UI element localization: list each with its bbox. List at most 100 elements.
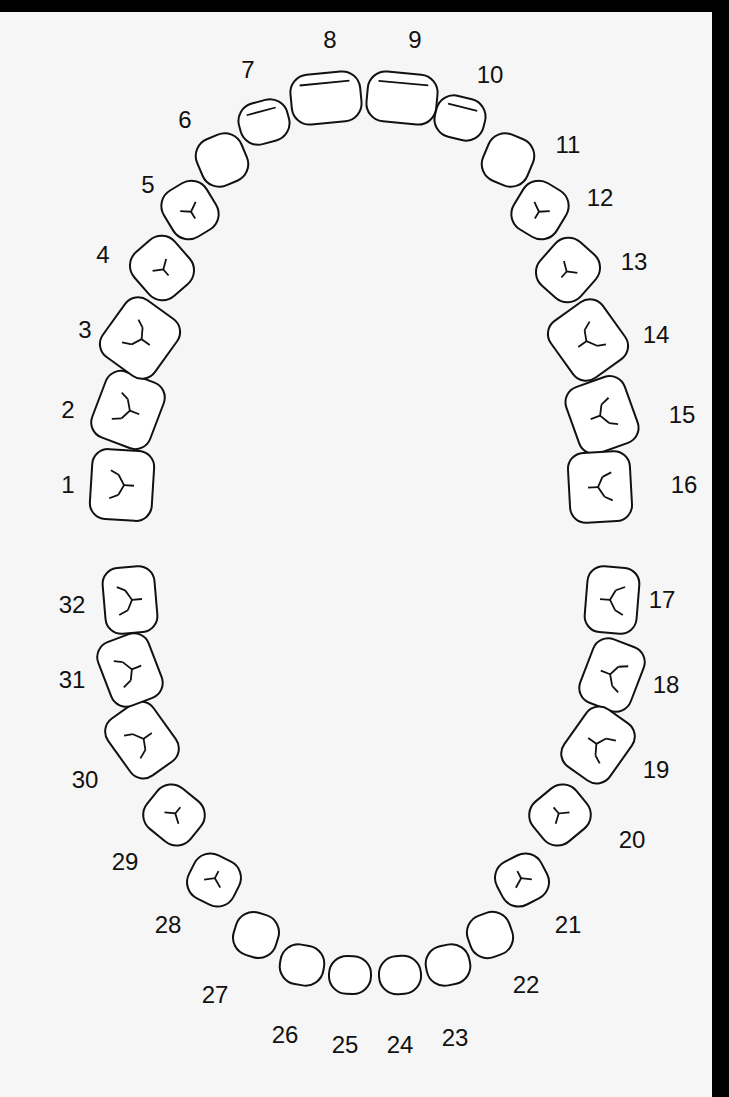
tooth-fissure: [114, 658, 123, 665]
tooth-outline: [87, 366, 170, 453]
tooth-outline: [289, 70, 364, 127]
tooth-fissure: [215, 871, 219, 878]
tooth-outline: [234, 95, 293, 148]
tooth-number: 11: [556, 133, 581, 157]
tooth-outline: [136, 777, 212, 853]
tooth: [277, 942, 327, 989]
tooth-outline: [505, 174, 576, 246]
tooth-number: 30: [72, 768, 99, 792]
tooth-fissure: [142, 339, 150, 345]
tooth-number: 20: [619, 828, 646, 852]
tooth-fissure: [136, 320, 145, 328]
tooth: [422, 941, 473, 989]
tooth-fissure: [111, 470, 119, 474]
tooth-fissure: [153, 259, 170, 275]
tooth-fissure: [124, 731, 133, 739]
tooth: [522, 777, 598, 853]
tooth-number: 12: [587, 186, 614, 210]
tooth-number: 6: [178, 108, 191, 132]
tooth: [431, 92, 490, 145]
tooth-outline: [542, 293, 635, 387]
tooth-outline: [431, 92, 490, 145]
tooth-fissure: [593, 755, 602, 763]
tooth-outline: [462, 907, 518, 963]
tooth-number: 4: [96, 243, 109, 267]
tooth-fissure: [175, 807, 180, 813]
tooth: [529, 230, 608, 309]
tooth: [583, 565, 640, 635]
tooth-fissure: [133, 731, 150, 751]
tooth-number: 13: [621, 250, 648, 274]
tooth-fissure: [581, 330, 598, 350]
tooth: [567, 450, 633, 523]
tooth-fissure: [597, 341, 606, 349]
tooth-number: 14: [643, 323, 670, 347]
tooth-fissure: [123, 660, 136, 681]
tooth-outline: [422, 941, 473, 989]
tooth-outline: [101, 565, 158, 635]
tooth-number: 1: [61, 473, 74, 497]
tooth-number: 5: [141, 173, 154, 197]
tooth-number: 28: [155, 913, 182, 937]
tooth: [462, 907, 518, 963]
tooth: [505, 174, 576, 246]
tooth-fissure: [582, 322, 592, 330]
tooth-number: 2: [61, 398, 74, 422]
tooth-fissure: [600, 598, 610, 601]
tooth-fissure: [191, 212, 195, 219]
tooth-number: 25: [332, 1033, 359, 1057]
tooth: [101, 565, 158, 635]
tooth-outline: [575, 634, 650, 717]
tooth-fissure: [588, 738, 596, 744]
tooth-number: 21: [555, 913, 582, 937]
tooth-outline: [529, 230, 608, 309]
tooth-number: 3: [78, 318, 91, 342]
tooth: [87, 366, 170, 453]
tooth-outline: [522, 777, 598, 853]
tooth-outline: [94, 291, 187, 385]
tooth: [136, 777, 212, 853]
tooth-number: 9: [408, 28, 421, 52]
tooth: [93, 629, 168, 712]
tooth-fissure: [125, 590, 133, 610]
tooth-number: 7: [241, 58, 254, 82]
tooth-fissure: [605, 496, 613, 500]
tooth-number: 32: [59, 593, 86, 617]
tooth-fissure: [132, 666, 141, 670]
tooth-fissure: [378, 81, 428, 86]
tooth-fissure: [552, 808, 570, 824]
tooth-fissure: [117, 475, 124, 495]
tooth-fissure: [122, 680, 132, 687]
tooth-fissure: [561, 271, 566, 277]
tooth-fissure: [247, 108, 276, 116]
tooth-number: 10: [477, 63, 504, 87]
tooth: [555, 700, 641, 789]
tooth-number: 22: [513, 973, 540, 997]
tooth-outline: [489, 847, 556, 913]
tooth-number: 18: [653, 673, 680, 697]
tooth-outline: [583, 565, 640, 635]
tooth-outline: [555, 700, 641, 789]
tooth: [94, 291, 187, 385]
tooth-number: 19: [643, 758, 670, 782]
tooth-fissure: [560, 261, 577, 277]
tooth-fissure: [120, 393, 129, 400]
tooth-fissure: [616, 586, 625, 591]
tooth-fissure: [513, 874, 532, 888]
tooth-fissure: [591, 736, 607, 756]
tooth-fissure: [119, 610, 128, 615]
tooth: [181, 847, 247, 912]
tooth: [229, 908, 284, 963]
tooth-fissure: [204, 874, 223, 887]
tooth-fissure: [600, 398, 610, 405]
tooth-number: 15: [669, 403, 696, 427]
tooth-fissure: [606, 735, 616, 743]
tooth-fissure: [109, 494, 118, 499]
tooth-outline: [561, 372, 643, 459]
tooth-fissure: [517, 871, 521, 878]
tooth-outline: [567, 450, 633, 523]
tooth-number: 8: [323, 28, 336, 52]
tooth-fissure: [117, 586, 125, 591]
